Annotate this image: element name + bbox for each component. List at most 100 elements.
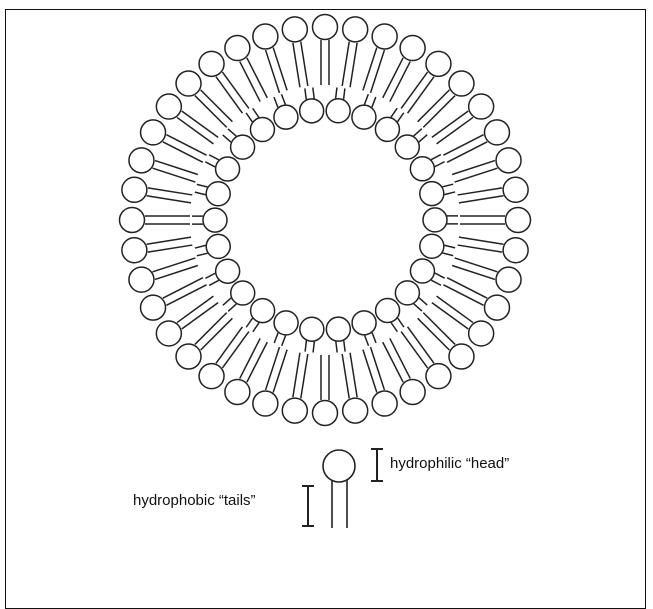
lipid-head — [469, 94, 494, 119]
lipid-head — [253, 391, 278, 416]
phospholipid — [375, 108, 403, 141]
lipid-tail — [153, 258, 196, 272]
phospholipid — [418, 313, 474, 369]
phospholipid — [274, 94, 298, 129]
lipid-head — [326, 99, 350, 123]
lipid-tail — [443, 135, 483, 155]
lipid-head — [199, 51, 224, 76]
lipid-tail — [458, 188, 502, 195]
phospholipid — [326, 317, 350, 352]
phospholipid — [195, 234, 230, 258]
lipid-tail — [153, 168, 196, 182]
lipid-head — [484, 295, 509, 320]
lipid-tail — [240, 338, 260, 378]
lipid-head — [253, 24, 278, 49]
phospholipid — [458, 237, 528, 263]
phospholipid — [313, 355, 338, 426]
lipid-tail — [293, 43, 300, 87]
lipid-tail — [147, 196, 191, 203]
lipid-head — [496, 267, 521, 292]
lipid-tail — [444, 245, 455, 248]
phospholipid — [246, 108, 274, 141]
lipid-head — [176, 344, 201, 369]
lipid-head — [206, 182, 230, 206]
lipid-head — [395, 135, 419, 159]
lipid-tail — [253, 323, 259, 332]
lipid-tail — [431, 280, 441, 285]
lipid-tail — [342, 354, 349, 398]
lipid-tail — [209, 280, 219, 285]
lipid-head — [216, 157, 240, 181]
phospholipid — [458, 177, 528, 203]
phospholipid — [363, 24, 397, 93]
lipid-head — [484, 120, 509, 145]
phospholipid — [223, 129, 255, 159]
lipid-head — [225, 36, 250, 61]
lipid-tail — [293, 353, 300, 397]
lipid-head — [274, 311, 298, 335]
lipid-tail — [163, 278, 203, 298]
phospholipid — [129, 258, 198, 292]
hydrophobic-tails-label: hydrophobic “tails” — [133, 492, 256, 509]
phospholipid — [282, 17, 308, 87]
lipid-head — [231, 281, 255, 305]
phospholipid — [423, 208, 458, 232]
phospholipid — [313, 15, 338, 86]
lipid-tail — [163, 142, 203, 162]
phospholipid — [418, 71, 474, 127]
phospholipid — [376, 298, 404, 331]
lipid-tail — [452, 161, 495, 175]
phospholipid — [342, 17, 368, 87]
lipid-head — [216, 259, 240, 283]
lipid-tail — [273, 48, 287, 91]
phospholipid — [253, 24, 287, 93]
lipid-tail — [431, 155, 441, 160]
lipid-head — [206, 234, 230, 258]
lipid-head — [323, 450, 355, 482]
lipid-tail — [305, 341, 306, 352]
lipid-head — [426, 364, 451, 389]
lipid-tail — [390, 61, 410, 101]
lipid-tail — [166, 285, 206, 305]
phospholipid — [452, 148, 521, 182]
head-bracket — [371, 449, 383, 481]
lipid-tail — [447, 278, 487, 298]
lipid-tail — [205, 162, 215, 167]
phospholipid — [460, 208, 531, 233]
lipid-head — [506, 208, 531, 233]
phospholipid — [420, 182, 455, 206]
phospholipid — [129, 148, 198, 182]
phospholipid — [420, 234, 455, 258]
phospholipid — [122, 237, 192, 263]
lipid-tail — [197, 253, 208, 256]
inner-lipid-layer — [192, 87, 458, 352]
lipid-tail — [247, 58, 267, 98]
phospholipid — [395, 129, 427, 159]
lipid-tail — [442, 184, 453, 187]
lipid-head — [496, 148, 521, 173]
lipid-tail — [344, 341, 345, 352]
phospholipid — [246, 299, 274, 332]
phospholipid — [223, 281, 255, 311]
lipid-tail — [363, 48, 377, 91]
lipid-tail — [443, 253, 454, 256]
lipid-head — [395, 281, 419, 305]
lipid-tail — [147, 237, 191, 244]
lipid-tail — [452, 266, 495, 280]
lipid-head — [376, 298, 400, 322]
lipid-head — [420, 234, 444, 258]
lipid-tail — [443, 285, 483, 305]
lipid-head — [313, 15, 338, 40]
lipid-head — [274, 105, 298, 129]
phospholipid — [342, 353, 368, 423]
lipid-tail — [435, 273, 445, 278]
phospholipid — [352, 94, 376, 129]
lipid-head — [300, 317, 324, 341]
lipid-head — [122, 177, 147, 202]
lipid-tail — [414, 304, 422, 311]
lipid-tail — [205, 273, 215, 278]
phospholipid — [363, 347, 397, 416]
lipid-head — [400, 379, 425, 404]
lipid-tail — [195, 192, 206, 195]
phospholipid — [352, 311, 376, 346]
